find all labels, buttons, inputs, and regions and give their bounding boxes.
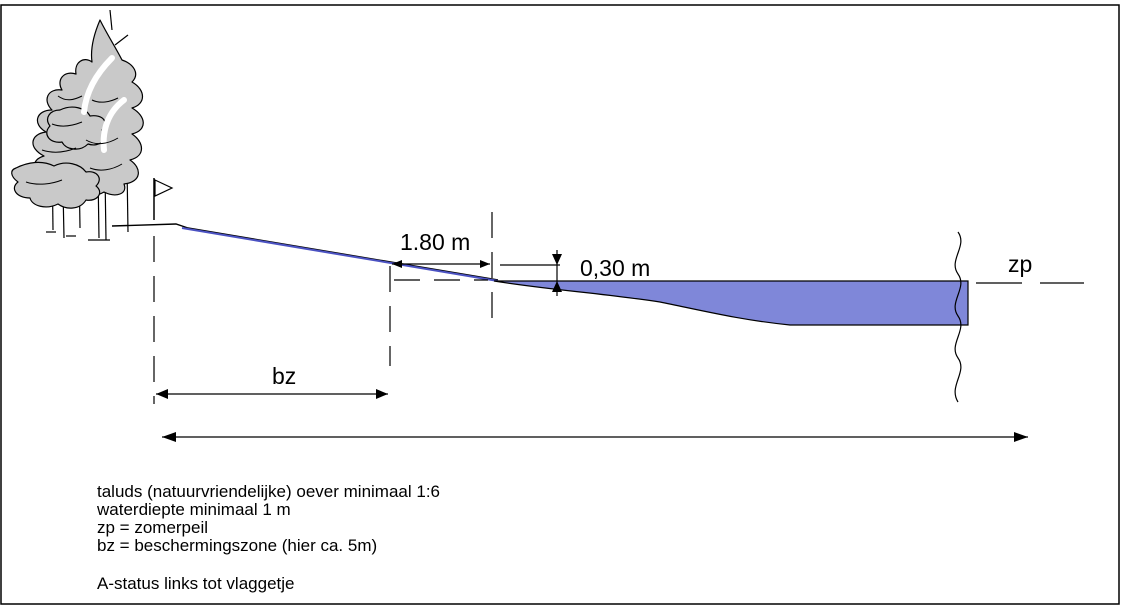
flag-icon: [153, 178, 174, 220]
tree-icon: [11, 9, 144, 241]
dimension-180: [392, 260, 490, 268]
note-line-2: waterdiepte minimaal 1 m: [96, 500, 291, 519]
diagram-border: [0, 4, 1120, 605]
width-180-label: 1.80 m: [400, 229, 470, 255]
water-body: [493, 280, 969, 326]
note-line-4: bz = beschermingszone (hier ca. 5m): [97, 536, 377, 555]
embankment-slope: [111, 223, 499, 282]
note-line-1: taluds (natuurvriendelijke) oever minima…: [97, 482, 440, 501]
note-line-3: zp = zomerpeil: [97, 518, 208, 537]
note-line-5: A-status links tot vlaggetje: [97, 574, 294, 593]
dimension-030: [552, 250, 562, 296]
section-break-line: [954, 231, 962, 403]
dimension-bz: [156, 389, 388, 399]
notes-block: taluds (natuurvriendelijke) oever minima…: [96, 482, 440, 593]
dimension-total: [162, 432, 1028, 442]
zp-label: zp: [1008, 251, 1032, 277]
bz-label: bz: [272, 363, 296, 389]
depth-030-label: 0,30 m: [580, 255, 650, 281]
